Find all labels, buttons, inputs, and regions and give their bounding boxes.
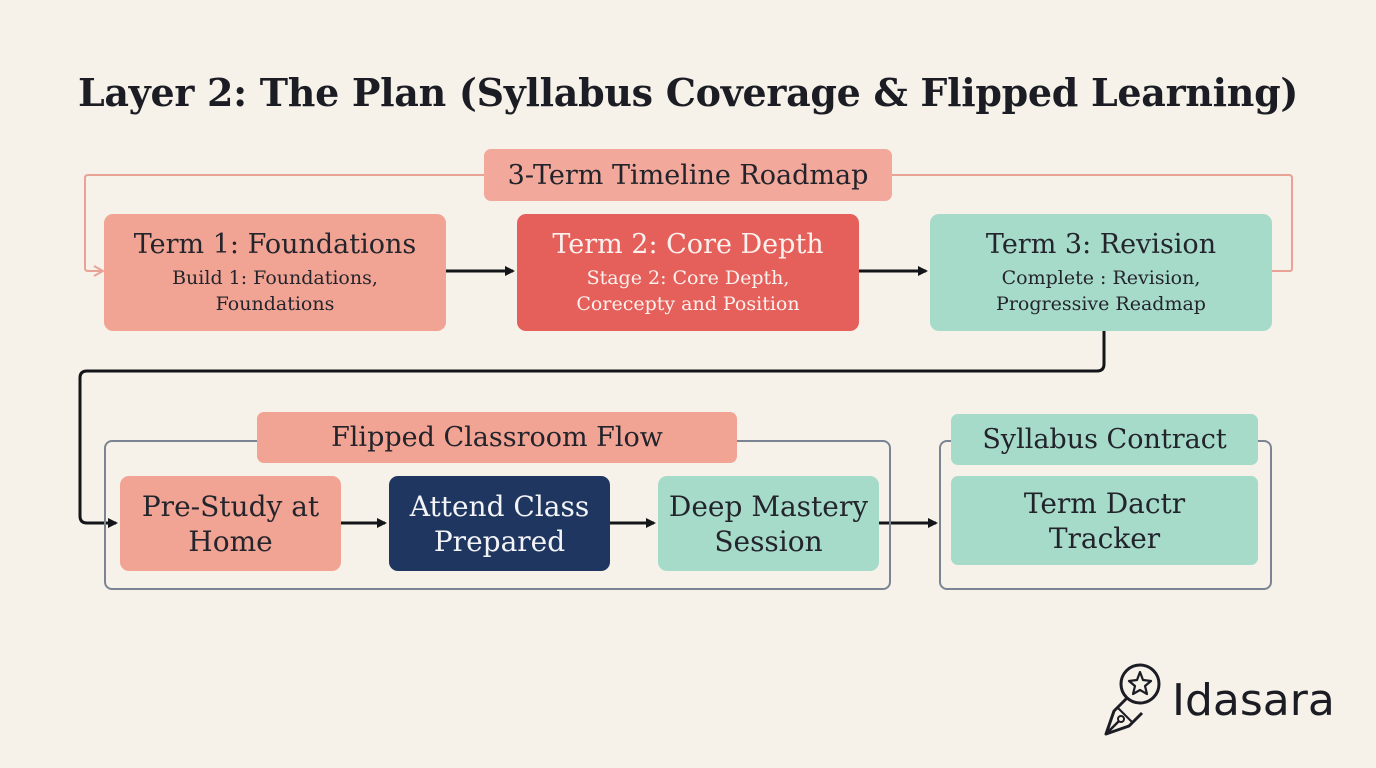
pen-nib-bulb-icon bbox=[1104, 663, 1161, 736]
syllabus-contract-label: Syllabus Contract bbox=[951, 414, 1258, 465]
roadmap-loop-line bbox=[892, 174, 1293, 272]
term-3-desc: Complete : Revision, Progressive Readmap bbox=[996, 266, 1206, 315]
flipped-classroom-label: Flipped Classroom Flow bbox=[257, 412, 737, 463]
term-2-desc: Stage 2: Core Depth, Corecepty and Posit… bbox=[576, 266, 800, 315]
arrow-term3-prestudy bbox=[78, 331, 1106, 528]
term-3-card: Term 3: Revision Complete : Revision, Pr… bbox=[930, 214, 1272, 331]
roadmap-label: 3-Term Timeline Roadmap bbox=[484, 149, 892, 201]
step-deep-mastery: Deep Mastery Session bbox=[658, 476, 879, 571]
brand-name: Idasara bbox=[1172, 674, 1335, 726]
step-pre-study: Pre-Study at Home bbox=[120, 476, 341, 571]
term-3-title: Term 3: Revision bbox=[985, 228, 1217, 260]
term-2-card: Term 2: Core Depth Stage 2: Core Depth, … bbox=[517, 214, 859, 331]
page-title: Layer 2: The Plan (Syllabus Coverage & F… bbox=[77, 70, 1299, 115]
term-1-card: Term 1: Foundations Build 1: Foundations… bbox=[104, 214, 446, 331]
term-2-title: Term 2: Core Depth bbox=[552, 228, 824, 260]
term-tracker-box: Term Dactr Tracker bbox=[951, 476, 1258, 565]
term-1-desc: Build 1: Foundations, Foundations bbox=[172, 266, 378, 315]
roadmap-loop-return-line bbox=[84, 174, 484, 271]
brand-logo: Idasara bbox=[1100, 660, 1350, 740]
term-1-title: Term 1: Foundations bbox=[133, 228, 417, 260]
step-attend-class: Attend Class Prepared bbox=[389, 476, 610, 571]
